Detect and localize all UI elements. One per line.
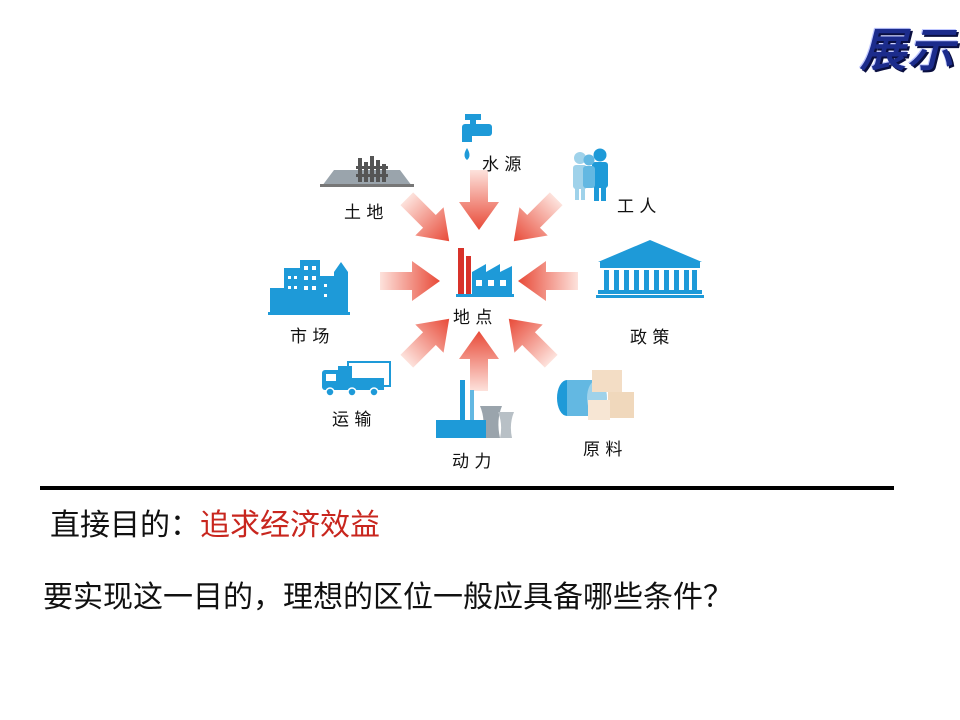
factor-label-workers: 工 人 — [617, 197, 657, 217]
arrow-from-workers — [499, 184, 571, 256]
land-icon — [320, 156, 414, 187]
factor-label-materials: 原 料 — [583, 440, 623, 460]
arrow-from-market — [380, 261, 440, 301]
city-buildings-icon — [268, 260, 350, 315]
raw-materials-icon — [557, 370, 634, 420]
direct-purpose-line: 直接目的：追求经济效益 — [50, 500, 380, 544]
arrow-from-policy — [518, 261, 578, 301]
factor-label-transport: 运 输 — [332, 410, 372, 430]
location-factors-diagram — [268, 114, 704, 438]
truck-icon — [322, 361, 391, 397]
factor-label-policy: 政 策 — [630, 328, 670, 348]
question-line: 要实现这一目的，理想的区位一般应具备哪些条件？ — [43, 580, 733, 615]
factor-label-power: 动 力 — [452, 452, 492, 472]
factory-icon — [456, 248, 514, 297]
direct-purpose-highlight: 追求经济效益 — [200, 508, 380, 543]
direct-purpose-prefix: 直接目的： — [50, 508, 200, 543]
power-plant-icon — [436, 380, 514, 438]
arrow-from-land — [392, 184, 464, 256]
arrow-from-materials — [494, 304, 566, 376]
faucet-icon — [462, 114, 492, 160]
factor-label-market: 市 场 — [290, 327, 330, 347]
factor-label-land: 土 地 — [344, 203, 384, 223]
factor-label-water: 水 源 — [482, 155, 522, 175]
arrow-from-water — [459, 170, 499, 230]
government-building-icon — [596, 240, 704, 298]
divider-rule — [40, 486, 894, 490]
workers-icon — [573, 148, 608, 201]
slide-badge: 展示 — [860, 23, 956, 77]
center-label: 地 点 — [453, 308, 493, 328]
